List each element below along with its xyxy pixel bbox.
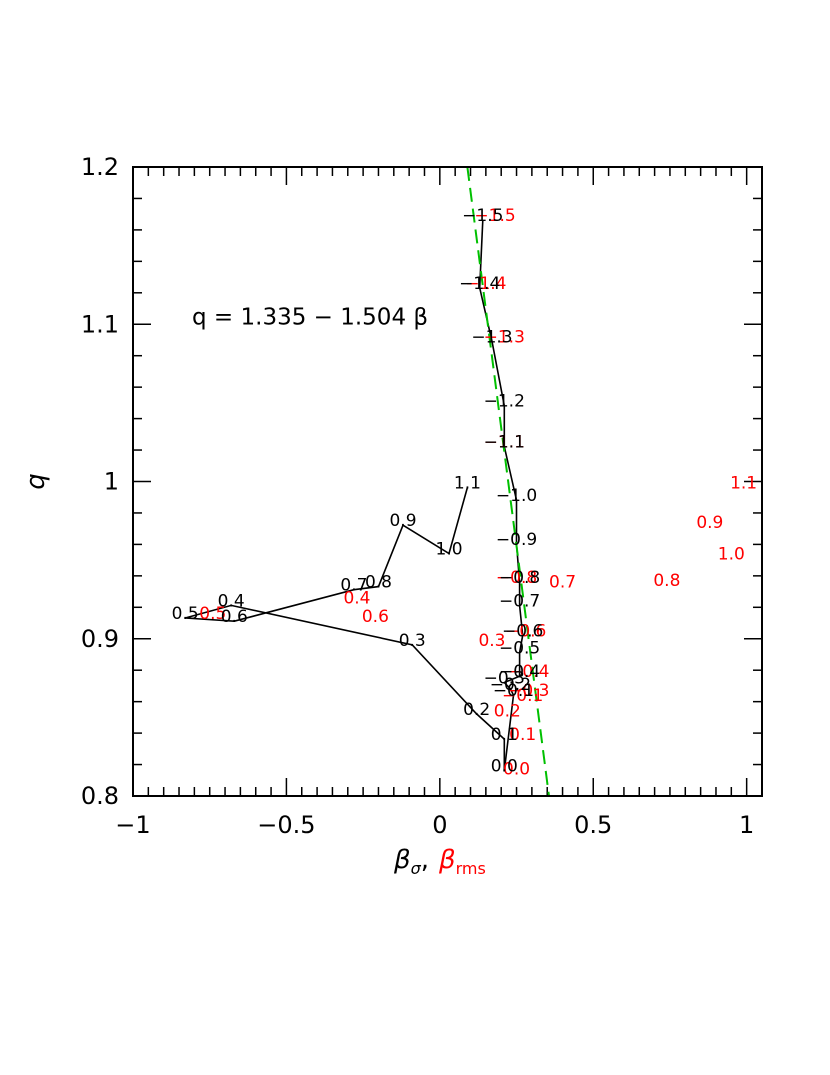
y-tick-label: 1.2 [81, 153, 119, 181]
fit-line-label: q = 1.335 − 1.504 β [192, 304, 428, 330]
point-label-sigma: −0.4 [499, 662, 540, 682]
point-label-sigma: 0.9 [389, 511, 416, 531]
x-axis-label-sub-sigma: σ [411, 859, 422, 878]
point-label-sigma: 0.8 [365, 573, 392, 593]
point-label-rms: −0.6 [505, 621, 546, 641]
point-label-sigma: −0.5 [499, 639, 540, 659]
plot-frame [132, 166, 763, 797]
point-label-sigma: −1.1 [484, 433, 525, 453]
x-tick-label: −1 [115, 811, 150, 839]
tick-labels: −1 −0.5 0 0.5 1 0.8 0.9 1 1.1 1.2 [81, 153, 754, 839]
y-tick-label: 0.9 [81, 625, 119, 653]
y-tick-label: 1 [104, 468, 119, 496]
point-label-sigma: −1.5 [462, 206, 503, 226]
point-label-sigma: 0.7 [340, 576, 367, 596]
point-label-sigma: −1.3 [471, 327, 512, 347]
fit-line [466, 166, 550, 797]
point-label-rms: 0.0 [503, 760, 530, 780]
point-label-sigma: 0.6 [221, 607, 248, 627]
point-label-rms: 0.7 [549, 573, 576, 593]
point-label-sigma: −0.6 [502, 621, 543, 641]
point-label-rms: −1.1 [484, 433, 525, 453]
point-label-rms: −0.4 [508, 662, 549, 682]
point-label-sigma: 0.5 [172, 604, 199, 624]
point-label-sigma: 0.3 [399, 631, 426, 651]
y-tick-label: 0.8 [81, 782, 119, 810]
point-label-rms: 0.2 [494, 702, 521, 722]
point-label-rms: −0.8 [496, 568, 537, 588]
point-label-sigma: −1.2 [484, 392, 525, 412]
point-label-sigma: 0.1 [491, 725, 518, 745]
point-label-rms: −1.4 [465, 274, 506, 294]
x-axis-label-beta-rms: β [438, 845, 456, 875]
fit-line-group [466, 166, 550, 797]
connector-lines [184, 220, 524, 771]
connector-negative [478, 220, 524, 771]
x-tick-label: 1 [739, 811, 754, 839]
point-label-rms: 1.0 [718, 544, 745, 564]
point-label-sigma: −0.3 [484, 668, 525, 688]
point-label-sigma: −0.8 [499, 568, 540, 588]
point-label-rms: 0.3 [478, 631, 505, 651]
point-label-rms: −0.1 [502, 686, 543, 706]
point-label-rms: −1.5 [474, 206, 515, 226]
x-axis-label-beta-sigma: β [393, 845, 411, 875]
y-tick-label: 1.1 [81, 310, 119, 338]
point-label-sigma: 0.2 [463, 700, 490, 720]
point-label-sigma: −1.4 [459, 274, 500, 294]
tick-marks [132, 166, 763, 797]
point-label-rms: 0.9 [696, 513, 723, 533]
point-label-sigma: 0.0 [491, 757, 518, 777]
point-label-sigma: −0.2 [490, 675, 531, 695]
point-label-rms: 0.4 [343, 588, 370, 608]
x-tick-label: −0.5 [257, 811, 315, 839]
connector-positive [184, 487, 506, 771]
x-axis-label-separator: , [421, 845, 429, 875]
x-tick-label: 0 [432, 811, 447, 839]
point-label-rms: 0.8 [653, 571, 680, 591]
point-label-sigma: 1.1 [454, 474, 481, 494]
point-label-sigma: −0.9 [496, 530, 537, 550]
x-axis-label-sub-rms: rms [456, 859, 486, 878]
point-label-rms: −0.3 [508, 681, 549, 701]
x-tick-label: 0.5 [574, 811, 612, 839]
y-axis-label: q [21, 473, 51, 490]
point-label-rms: −1.3 [484, 327, 525, 347]
point-label-rms: 1.1 [730, 474, 757, 494]
point-label-rms: 0.6 [362, 607, 389, 627]
point-label-sigma: −0.1 [493, 681, 534, 701]
point-label-rms: 0.5 [199, 604, 226, 624]
point-label-rms: 0.1 [509, 725, 536, 745]
point-label-sigma: −0.7 [499, 591, 540, 611]
point-label-sigma: −1.0 [496, 486, 537, 506]
point-label-sigma: 1.0 [436, 540, 463, 560]
point-label-sigma: 0.4 [218, 591, 245, 611]
x-axis-label: βσ,βrms [393, 845, 486, 878]
